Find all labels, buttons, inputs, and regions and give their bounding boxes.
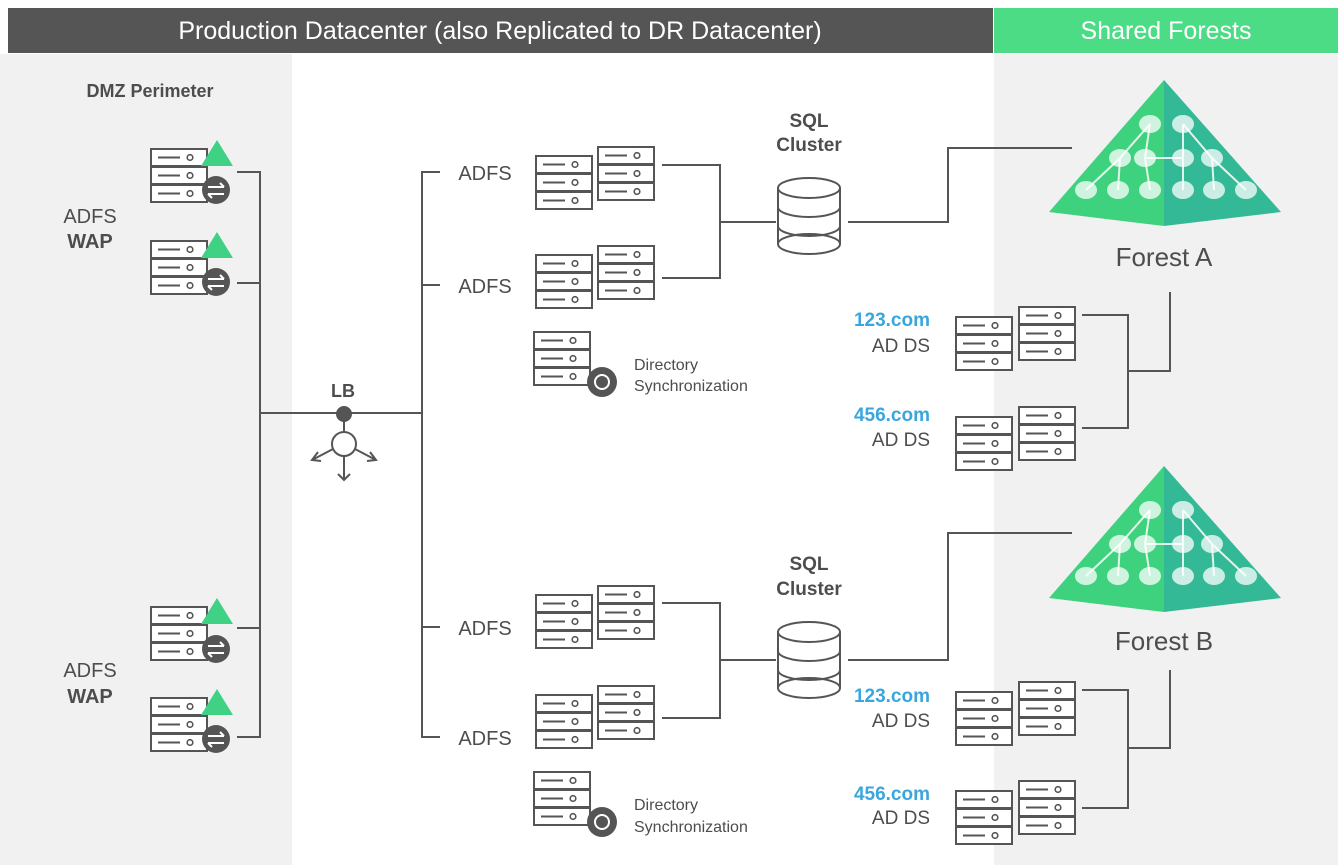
alert-triangle-icon bbox=[201, 232, 233, 258]
top-adfs-server-1 bbox=[535, 146, 655, 210]
dmz-perimeter-title: DMZ Perimeter bbox=[86, 81, 213, 101]
top-adfs-label-2: ADFS bbox=[458, 276, 511, 298]
bottom-sync-label-line2: Synchronization bbox=[634, 819, 748, 836]
bottom-sql-database-icon bbox=[777, 621, 841, 699]
transfer-arrows-icon bbox=[202, 725, 230, 753]
top-adfs-label-1: ADFS bbox=[458, 163, 511, 185]
bottom-domain-1-role: AD DS bbox=[872, 711, 930, 732]
bottom-adfs-label-1: ADFS bbox=[458, 618, 511, 640]
bottom-domain-2-role: AD DS bbox=[872, 808, 930, 829]
dmz-group-2-label-line1: ADFS bbox=[63, 660, 116, 682]
bottom-sql-label-line2: Cluster bbox=[776, 579, 842, 600]
load-balancer-label: LB bbox=[331, 381, 355, 401]
top-sql-database-icon bbox=[777, 177, 841, 255]
forest-b-label: Forest B bbox=[1115, 626, 1213, 656]
dmz-group-1-label-line2: WAP bbox=[67, 231, 113, 253]
sync-icon bbox=[587, 367, 617, 397]
top-sync-server bbox=[533, 331, 617, 397]
forest-b-pyramid-icon bbox=[1049, 466, 1281, 612]
forest-a-pyramid-icon bbox=[1049, 80, 1281, 226]
bottom-adfs-label-2: ADFS bbox=[458, 728, 511, 750]
top-domain-1-name: 123.com bbox=[854, 310, 930, 331]
transfer-arrows-icon bbox=[202, 268, 230, 296]
shared-forests-header-bar bbox=[994, 8, 1338, 53]
top-domain-1-role: AD DS bbox=[872, 336, 930, 357]
alert-triangle-icon bbox=[201, 689, 233, 715]
top-domain-2-role: AD DS bbox=[872, 430, 930, 451]
wap-server-1 bbox=[150, 140, 233, 204]
top-adfs-server-2 bbox=[535, 245, 655, 309]
sync-icon bbox=[587, 807, 617, 837]
wap-server-3 bbox=[150, 598, 233, 663]
production-header-bar bbox=[8, 8, 993, 53]
dmz-group-2-label-line2: WAP bbox=[67, 686, 113, 708]
top-sql-label-line2: Cluster bbox=[776, 135, 842, 156]
bottom-domain-2-name: 456.com bbox=[854, 784, 930, 805]
forest-a-label: Forest A bbox=[1116, 242, 1213, 272]
bottom-adfs-server-2 bbox=[535, 685, 655, 749]
dmz-panel bbox=[0, 54, 292, 865]
bottom-domain-1-name: 123.com bbox=[854, 686, 930, 707]
transfer-arrows-icon bbox=[202, 635, 230, 663]
dmz-group-1-label-line1: ADFS bbox=[63, 206, 116, 228]
top-sync-label-line2: Synchronization bbox=[634, 378, 748, 395]
top-sql-label-line1: SQL bbox=[789, 111, 828, 132]
bottom-sql-label-line1: SQL bbox=[789, 554, 828, 575]
wap-server-2 bbox=[150, 232, 233, 296]
top-sync-label-line1: Directory bbox=[634, 357, 698, 374]
bottom-adfs-server-1 bbox=[535, 585, 655, 649]
load-balancer-icon bbox=[310, 406, 378, 482]
bottom-sync-label-line1: Directory bbox=[634, 797, 698, 814]
bottom-sync-server bbox=[533, 771, 617, 837]
alert-triangle-icon bbox=[201, 140, 233, 166]
production-header-title: Production Datacenter (also Replicated t… bbox=[178, 17, 821, 45]
transfer-arrows-icon bbox=[202, 176, 230, 204]
alert-triangle-icon bbox=[201, 598, 233, 624]
top-domain-2-name: 456.com bbox=[854, 405, 930, 426]
shared-forests-header-title: Shared Forests bbox=[1081, 17, 1252, 45]
wap-server-4 bbox=[150, 689, 233, 753]
